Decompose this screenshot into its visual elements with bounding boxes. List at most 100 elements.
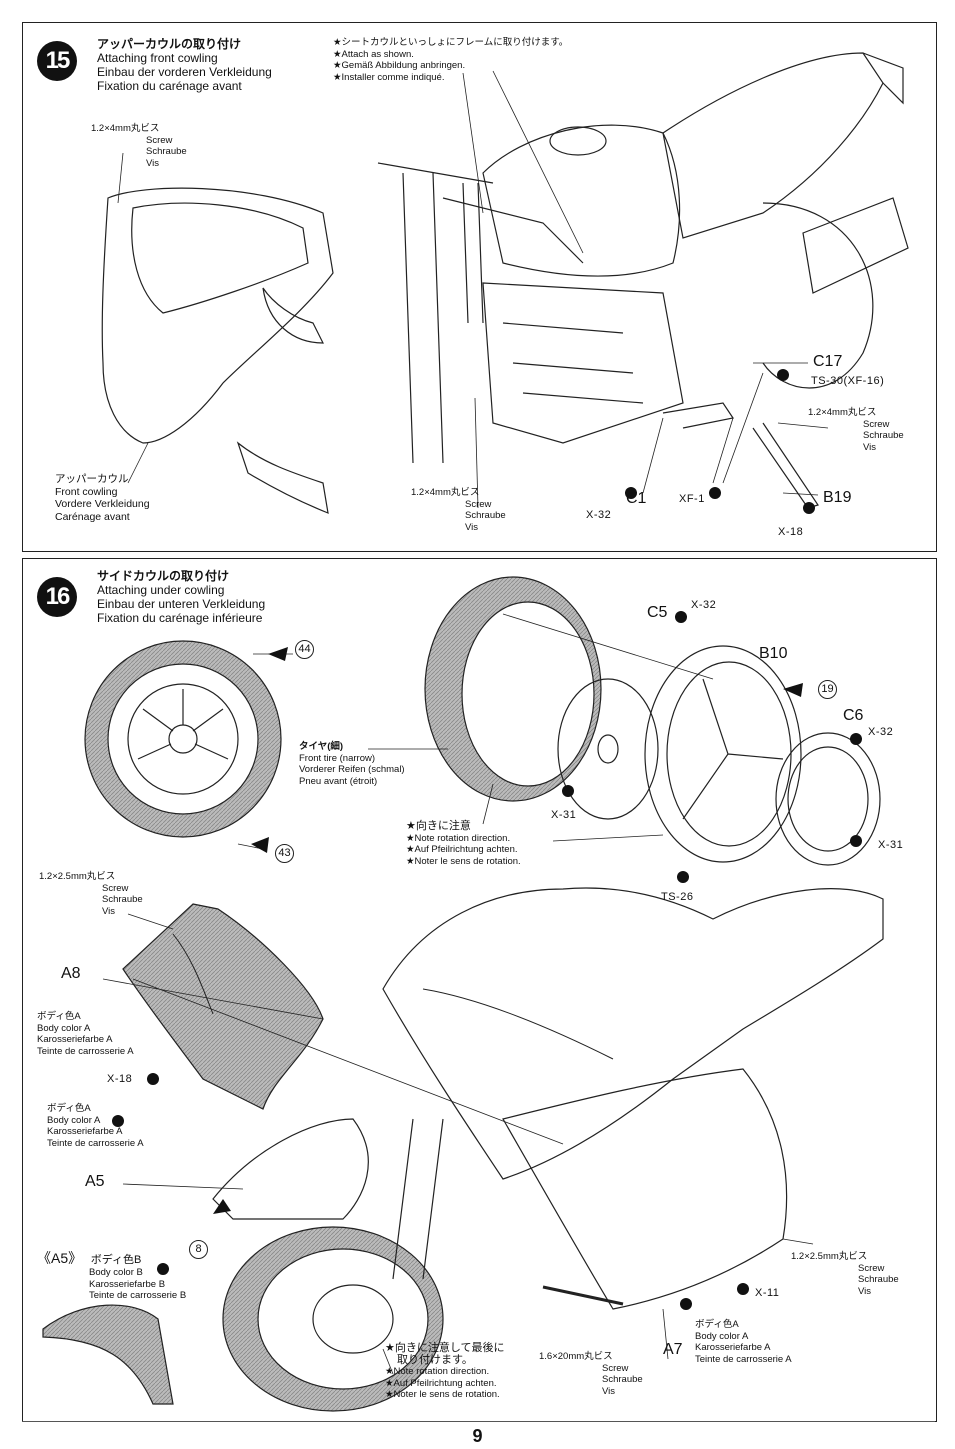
screw-label-top: 1.2×4mm丸ビス Screw Schraube Vis <box>91 123 187 169</box>
screw-en: Screw <box>146 134 173 146</box>
body-color-b-label: 《A5》 ボディ色B Body color B Karosseriefarbe … <box>37 1249 186 1302</box>
front-fender-a5-drawing <box>212 1118 369 1220</box>
decal-8: 8 <box>189 1239 208 1259</box>
body-color-en: Body color A <box>695 1330 749 1342</box>
part-c6: C6 <box>843 707 864 724</box>
screw-fr: Vis <box>858 1285 872 1297</box>
screw-en: Screw <box>102 882 129 894</box>
body-color-fr: Teinte de carrosserie A <box>37 1045 134 1057</box>
body-color-a-label-2: ボディ色A Body color A Karosseriefarbe A Tei… <box>47 1103 144 1149</box>
screw-label-left: 1.2×2.5mm丸ビス Screw Schraube Vis <box>39 871 143 917</box>
part-c17: C17 <box>813 353 843 370</box>
screw-size: 1.2×4mm丸ビス <box>808 407 877 418</box>
body-color-jp: ボディ色A <box>47 1103 91 1114</box>
title-de: Einbau der vorderen Verkleidung <box>97 65 272 79</box>
paint-x32: X-32 <box>586 509 612 521</box>
screw-fr: Vis <box>146 157 160 169</box>
part-a8: A8 <box>61 965 81 982</box>
body-color-de: Karosseriefarbe A <box>695 1342 771 1353</box>
screw-en: Screw <box>858 1262 885 1274</box>
body-color-a-label-1: ボディ色A Body color A Karosseriefarbe A Tei… <box>37 1011 134 1057</box>
side-cowling-a7-drawing <box>502 1068 788 1310</box>
decal-44: 44 <box>295 639 314 659</box>
under-cowling-a8-drawing <box>122 903 324 1110</box>
step-16-panel: 16 サイドカウルの取り付け Attaching under cowling E… <box>22 558 937 1422</box>
paint-ts30: TS-30(XF-16) <box>811 375 885 387</box>
rotation-en: ★Note rotation direction. <box>406 832 511 844</box>
paint-x32-c5: X-32 <box>691 599 717 611</box>
body-color-jp: ボディ色B <box>90 1254 142 1266</box>
tire-de: Vorderer Reifen (schmal) <box>299 764 405 775</box>
screw-size: 1.2×4mm丸ビス <box>91 123 160 134</box>
part-c1: C1 <box>626 490 647 507</box>
decal-43: 43 <box>275 843 294 863</box>
rotation-jp-2: 取り付けます。 <box>397 1353 473 1366</box>
rotation-fr: ★Noter le sens de rotation. <box>385 1389 500 1400</box>
rotation-jp-1: ★向きに注意して最後に <box>385 1342 505 1354</box>
decal-number: 43 <box>275 844 294 863</box>
cowling-fr: Carénage avant <box>55 510 130 523</box>
note-en: ★Attach as shown. <box>333 48 414 60</box>
inset-part-tag: 《A5》 <box>37 1250 83 1266</box>
screw-en: Screw <box>465 498 492 510</box>
screw-fr: Vis <box>602 1385 616 1397</box>
cowling-en: Front cowling <box>55 485 118 498</box>
part-a5: A5 <box>85 1173 105 1190</box>
screw-de: Schraube <box>858 1274 899 1285</box>
body-color-jp: ボディ色A <box>37 1011 81 1022</box>
attach-note: ★シートカウルといっしょにフレームに取り付けます。 ★Attach as sho… <box>333 37 568 83</box>
rotation-de: ★Auf Pfeilrichtung achten. <box>406 844 518 855</box>
screw-size: 1.2×2.5mm丸ビス <box>791 1251 868 1262</box>
screw-label-right: 1.2×4mm丸ビス Screw Schraube Vis <box>808 407 904 453</box>
decal-number: 19 <box>818 680 837 699</box>
rotation-note-bottom: ★向きに注意して最後に 取り付けます。 ★Note rotation direc… <box>385 1342 505 1401</box>
part-b19: B19 <box>823 489 852 506</box>
body-color-en: Body color B <box>89 1267 143 1278</box>
rim-b10-drawing <box>644 645 802 863</box>
note-de: ★Gemäß Abbildung anbringen. <box>333 60 466 71</box>
disc-c6-drawing <box>775 732 881 866</box>
inset-fender-drawing <box>42 1304 174 1405</box>
title-jp: サイドカウルの取り付け <box>97 569 230 583</box>
front-cowling-drawing <box>101 187 334 444</box>
cowling-jp: アッパーカウル <box>55 473 129 485</box>
step-15-panel: 15 アッパーカウルの取り付け Attaching front cowling … <box>22 22 937 552</box>
paint-x31-c6: X-31 <box>878 839 904 851</box>
screw-en: Screw <box>602 1362 629 1374</box>
body-color-jp: ボディ色A <box>695 1319 739 1330</box>
part-b10: B10 <box>759 645 788 662</box>
screw-label-mid: 1.2×4mm丸ビス Screw Schraube Vis <box>411 487 506 533</box>
rotation-en: ★Note rotation direction. <box>385 1366 490 1377</box>
paint-x32-c6: X-32 <box>868 726 894 738</box>
screw-size: 1.2×4mm丸ビス <box>411 487 480 498</box>
decal-19: 19 <box>818 679 837 699</box>
bottom-rule <box>22 1421 935 1422</box>
part-a7: A7 <box>663 1341 683 1358</box>
note-fr: ★Installer comme indiqué. <box>333 71 445 83</box>
step-number-badge: 15 <box>37 41 77 81</box>
body-color-de: Karosseriefarbe A <box>37 1034 113 1045</box>
body-color-de: Karosseriefarbe A <box>47 1126 123 1137</box>
screw-label-long: 1.6×20mm丸ビス Screw Schraube Vis <box>539 1351 643 1397</box>
step-16-illustration <box>42 576 884 1412</box>
step-number-badge: 16 <box>37 577 77 617</box>
screw-fr: Vis <box>465 521 479 533</box>
screw-fr: Vis <box>863 441 877 453</box>
rotation-note-top: ★向きに注意 ★Note rotation direction. ★Auf Pf… <box>406 820 521 867</box>
screw-de: Schraube <box>465 510 506 521</box>
step-15-title: アッパーカウルの取り付け Attaching front cowling Ein… <box>97 37 272 93</box>
screw-de: Schraube <box>146 146 187 157</box>
front-tire-label: タイヤ(細) Front tire (narrow) Vorderer Reif… <box>299 741 405 787</box>
page-number: 9 <box>472 1426 483 1446</box>
body-color-a-label-3: ボディ色A Body color A Karosseriefarbe A Tei… <box>695 1319 792 1365</box>
paint-x11: X-11 <box>755 1287 780 1299</box>
disc-c5-drawing <box>557 678 659 820</box>
screw-label-right: 1.2×2.5mm丸ビス Screw Schraube Vis <box>791 1251 899 1297</box>
step-16-title: サイドカウルの取り付け Attaching under cowling Einb… <box>97 569 265 625</box>
screw-de: Schraube <box>102 894 143 905</box>
part-c5: C5 <box>647 604 668 621</box>
paint-x18: X-18 <box>107 1073 133 1085</box>
fuel-tank-drawing <box>482 124 681 277</box>
decal-number: 8 <box>189 1240 208 1259</box>
title-en: Attaching under cowling <box>97 583 225 597</box>
